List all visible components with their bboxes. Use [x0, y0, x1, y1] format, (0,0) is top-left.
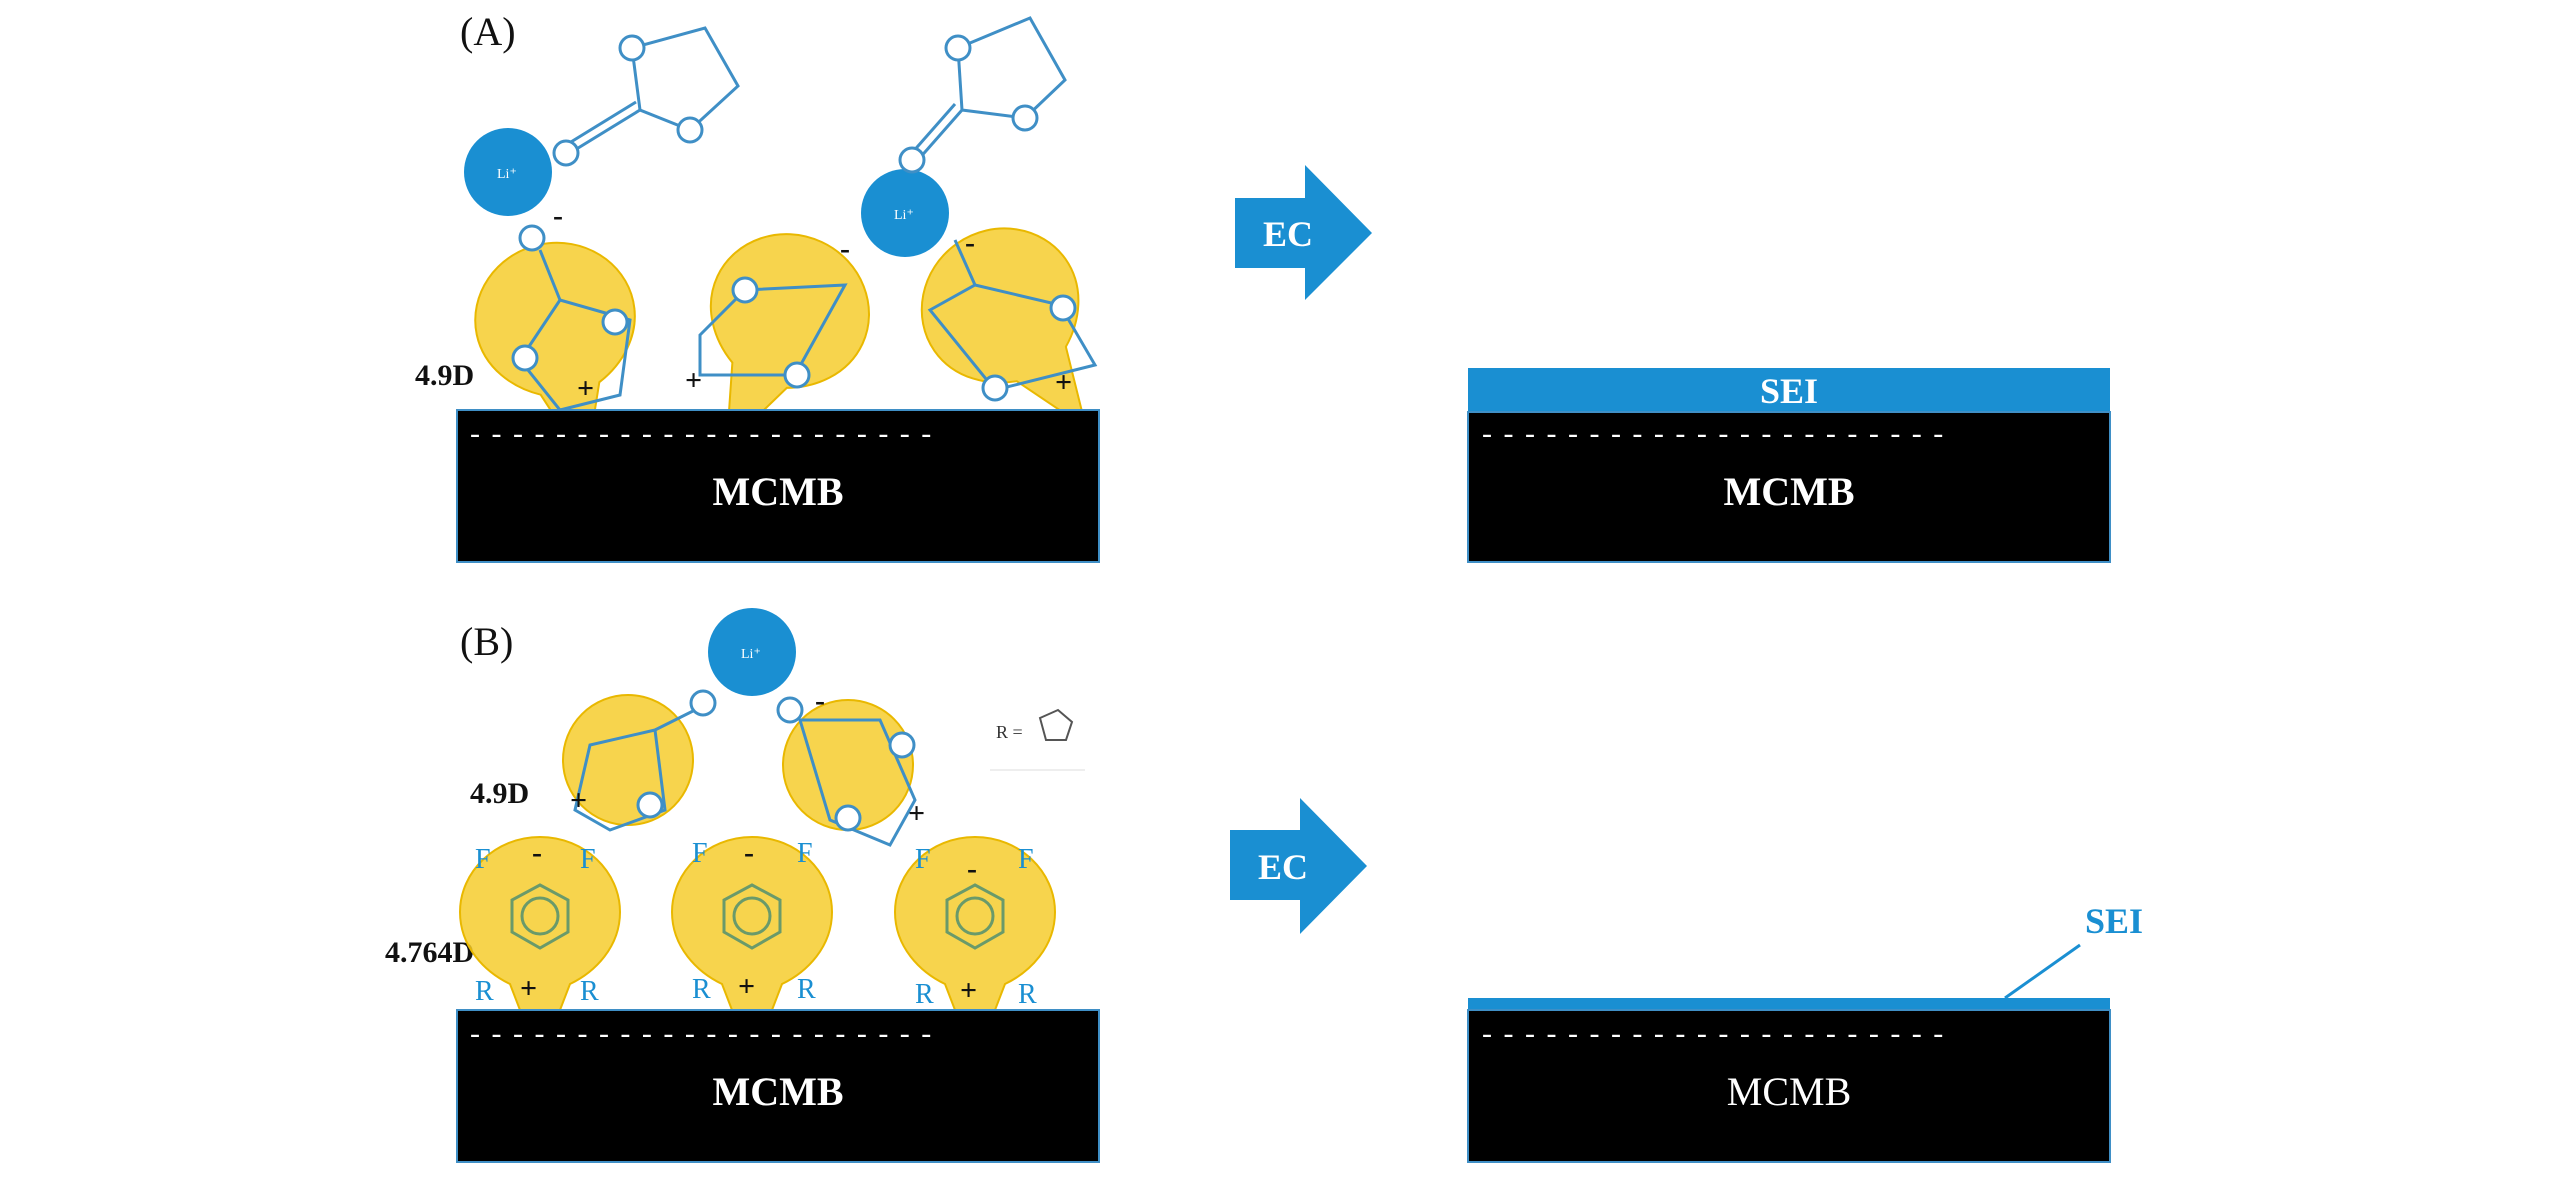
substrate-label: MCMB	[1727, 1069, 1852, 1114]
ec-molecule	[552, 26, 740, 167]
r-group-atom-label: R	[692, 974, 711, 1005]
adsorbed-ec-molecule: + -	[653, 207, 896, 481]
result-b: - - - - - - - - - - - - - - - - - - - - …	[1467, 901, 2143, 1163]
negative-charge: -	[967, 852, 977, 885]
r-group-structure: R =	[990, 708, 1085, 771]
negative-charge: -	[532, 836, 542, 869]
positive-charge: +	[960, 974, 977, 1007]
r-group-atom-label: R	[915, 979, 934, 1010]
additive-molecule: F F R R - +	[459, 836, 621, 1063]
panel-a-label: (A)	[460, 9, 516, 54]
sei-label: SEI	[1760, 371, 1818, 411]
r-group-atom-label: R	[797, 974, 816, 1005]
reaction-arrow: EC	[1235, 165, 1372, 300]
substrate-label: MCMB	[712, 469, 843, 514]
negative-charge: -	[744, 836, 754, 869]
result-a: SEI - - - - - - - - - - - - - - - - - - …	[1467, 368, 2111, 563]
sei-layer	[1468, 998, 2110, 1010]
ec-molecule	[898, 16, 1067, 174]
mcmb-substrate: - - - - - - - - - - - - - - - - - - - - …	[456, 1009, 1100, 1163]
panel-b-label: (B)	[460, 619, 513, 664]
adsorbed-ec-molecule: + -	[776, 684, 925, 847]
lithium-ion: Li⁺	[464, 128, 552, 216]
substrate-label: MCMB	[1723, 469, 1854, 514]
positive-charge: +	[570, 784, 587, 817]
dipole-moment-label: 4.9D	[470, 777, 529, 810]
fluorine-label: F	[915, 844, 931, 875]
dipole-moment-label: 4.764D	[385, 936, 474, 969]
dipole-moment-label: 4.9D	[415, 359, 474, 392]
sei-pointer-line	[2004, 943, 2081, 1000]
fluorine-label: F	[580, 844, 596, 875]
positive-charge: +	[738, 970, 755, 1003]
panel-b: (B) Li⁺ + + -	[385, 608, 1100, 1163]
lithium-ion-label: Li⁺	[497, 167, 517, 182]
mcmb-substrate	[1467, 411, 2111, 563]
adsorbed-ec-molecule: + -	[460, 199, 666, 483]
adsorbed-ec-molecule: +	[562, 689, 717, 832]
positive-charge: +	[685, 364, 702, 397]
additive-molecule: F F R R - +	[894, 836, 1056, 1063]
additive-molecule: F F R R - +	[671, 836, 833, 1063]
r-group-atom-label: R	[475, 976, 494, 1007]
surface-charges: - - - - - - - - - - - - - - - - - - - - …	[1482, 1017, 1945, 1050]
negative-charge: -	[553, 199, 563, 232]
positive-charge: +	[520, 972, 537, 1005]
substrate-label: MCMB	[712, 1069, 843, 1114]
panel-a: (A) Li⁺ Li⁺	[415, 9, 1153, 563]
lithium-ion-label: Li⁺	[741, 647, 761, 662]
surface-charges: - - - - - - - - - - - - - - - - - - - - …	[470, 417, 933, 450]
surface-charges: - - - - - - - - - - - - - - - - - - - - …	[470, 1017, 933, 1050]
reaction-arrow: EC	[1230, 798, 1367, 934]
mcmb-substrate: - - - - - - - - - - - - - - - - - - - - …	[456, 409, 1100, 563]
lithium-ion-label: Li⁺	[894, 208, 914, 223]
fluorine-label: F	[692, 838, 708, 869]
negative-charge: -	[815, 684, 825, 717]
positive-charge: +	[908, 797, 925, 830]
positive-charge: +	[577, 372, 594, 405]
mcmb-substrate	[1467, 1009, 2111, 1163]
arrow-label: EC	[1263, 214, 1313, 254]
adsorbed-ec-molecule: + -	[890, 196, 1153, 475]
fluorine-label: F	[475, 844, 491, 875]
r-group-label: R =	[996, 722, 1023, 742]
surface-charges: - - - - - - - - - - - - - - - - - - - - …	[1482, 417, 1945, 450]
sei-label: SEI	[2085, 901, 2143, 941]
sei-layer	[1468, 368, 2110, 412]
lithium-ion: Li⁺	[708, 608, 796, 696]
r-group-atom-label: R	[580, 976, 599, 1007]
positive-charge: +	[1055, 366, 1072, 399]
r-group-atom-label: R	[1018, 979, 1037, 1010]
negative-charge: -	[840, 232, 850, 265]
arrow-label: EC	[1258, 847, 1308, 887]
fluorine-label: F	[1018, 844, 1034, 875]
fluorine-label: F	[797, 838, 813, 869]
negative-charge: -	[965, 226, 975, 259]
lithium-ion: Li⁺	[861, 169, 949, 257]
